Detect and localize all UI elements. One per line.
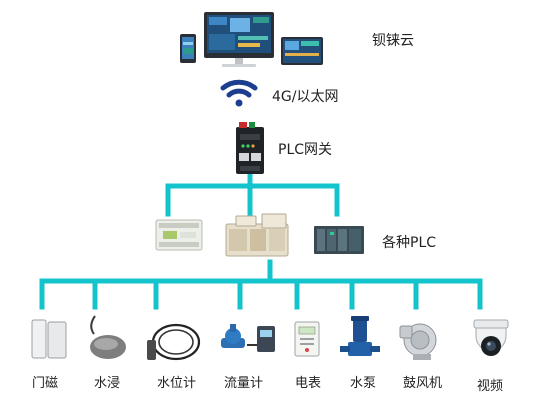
water-level-gauge-icon — [147, 323, 201, 361]
cloud-devices-icon — [180, 12, 323, 67]
blower-icon — [399, 323, 437, 360]
wifi-icon — [220, 79, 258, 107]
flow-meter-icon — [221, 324, 275, 352]
device-label-water-pump: 水泵 — [350, 376, 377, 391]
gateway-label: PLC网关 — [278, 142, 333, 158]
connector-lines — [39, 173, 483, 310]
device-label-blower: 鼓风机 — [403, 376, 443, 391]
water-pump-icon — [340, 316, 380, 356]
plc-unit-1 — [155, 219, 203, 251]
device-label-flow-meter: 流量计 — [224, 376, 264, 391]
device-label-water-level: 水位计 — [157, 376, 197, 391]
device-label-camera: 视频 — [477, 379, 504, 394]
device-label-water-leak: 水浸 — [94, 376, 121, 391]
cloud-label: 钡铼云 — [372, 33, 414, 49]
water-leak-sensor-icon — [90, 315, 126, 359]
door-magnet-icon — [31, 319, 67, 359]
plc-gateway-icon — [236, 122, 264, 174]
plc-label: 各种PLC — [382, 235, 437, 251]
camera-icon — [473, 319, 509, 356]
network-label: 4G/以太网 — [272, 89, 339, 105]
plc-unit-2 — [225, 213, 289, 257]
device-label-electric-meter: 电表 — [295, 376, 322, 391]
electricity-meter-icon — [294, 321, 320, 357]
plc-unit-3 — [314, 226, 364, 254]
device-label-door-magnet: 门磁 — [32, 376, 59, 391]
